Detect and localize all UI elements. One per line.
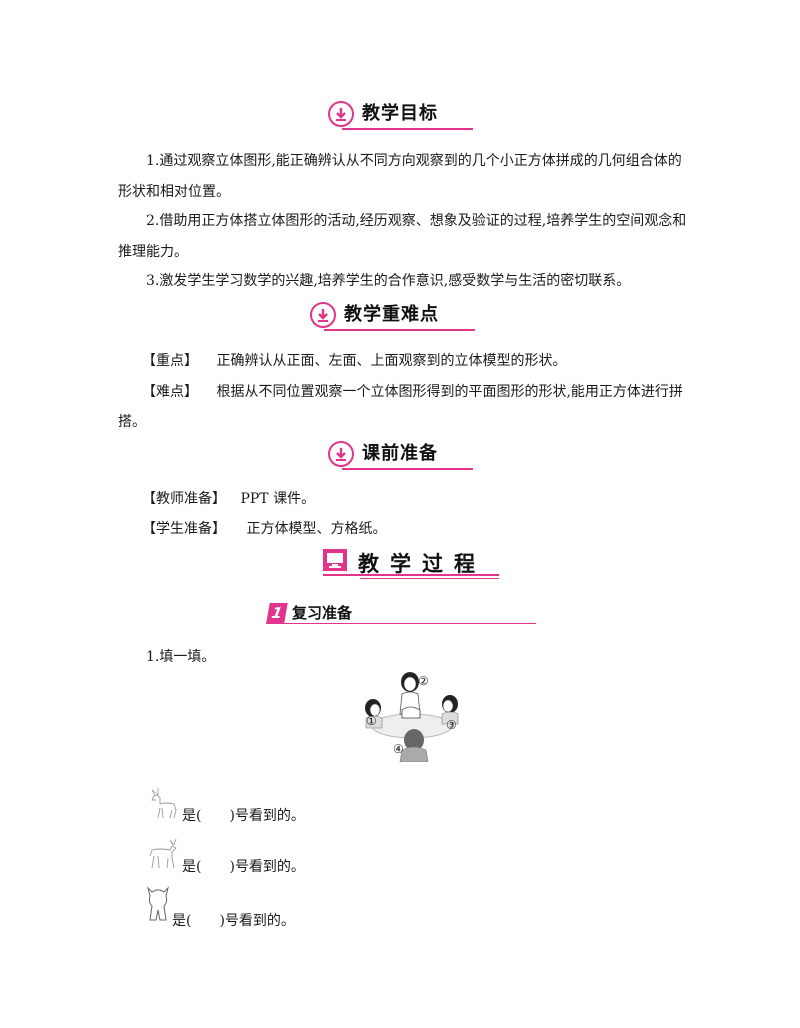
- answer-line-2: 是( )号看到的。: [182, 859, 305, 875]
- focus-tag: 【重点】: [142, 353, 198, 369]
- focus-line: 【重点】 正确辨认从正面、左面、上面观察到的立体模型的形状。: [142, 346, 566, 376]
- answer-line-1: 是( )号看到的。: [182, 808, 305, 824]
- step-title: 复习准备: [292, 604, 353, 622]
- exercise-intro: 1.填一填。: [146, 649, 216, 665]
- section-header-key-points: 教学重难点: [310, 302, 475, 336]
- section-title: 课前准备: [362, 443, 438, 464]
- section-underline: [342, 128, 473, 130]
- section-underline: [342, 468, 473, 470]
- student-prep-line: 【学生准备】 正方体模型、方格纸。: [142, 514, 386, 544]
- step-underline: [266, 623, 536, 624]
- position-label-3: ③: [446, 718, 457, 732]
- step-number-badge: 1: [266, 603, 288, 623]
- section-title: 教学目标: [362, 103, 438, 124]
- teacher-prep-text: PPT 课件。: [240, 491, 316, 507]
- section-underline: [324, 329, 475, 331]
- deer-front-view-image: [146, 836, 182, 872]
- focus-text: 正确辨认从正面、左面、上面观察到的立体模型的形状。: [216, 353, 567, 369]
- position-label-2: ②: [418, 674, 429, 688]
- process-underline: [323, 574, 499, 576]
- deer-back-view-image: [146, 886, 170, 922]
- download-arrow-icon: [328, 441, 354, 467]
- teacher-prep-line: 【教师准备】 PPT 课件。: [142, 484, 315, 514]
- difficulty-tag: 【难点】: [142, 384, 198, 400]
- goal-2: 2.借助用正方体搭立体图形的活动,经历观察、想象及验证的过程,培养学生的空间观念…: [118, 213, 687, 260]
- process-title: 教学过程: [358, 551, 486, 576]
- section-header-preparation: 课前准备: [328, 441, 473, 475]
- position-label-1: ①: [366, 714, 377, 728]
- section-header-goals: 教学目标: [328, 101, 473, 135]
- download-arrow-icon: [310, 302, 336, 328]
- answer-line-3: 是( )号看到的。: [172, 913, 295, 929]
- difficulty-line: 【难点】 根据从不同位置观察一个立体图形得到的平面图形的形状,能用正方体进行拼搭…: [118, 377, 688, 437]
- process-underline-thin: [360, 578, 499, 579]
- monitor-icon: [323, 549, 347, 571]
- difficulty-text: 根据从不同位置观察一个立体图形得到的平面图形的形状,能用正方体进行拼搭。: [118, 384, 683, 430]
- goal-1: 1.通过观察立体图形,能正确辨认从不同方向观察到的几个小正方体拼成的几何组合体的…: [118, 153, 682, 200]
- section-title: 教学重难点: [344, 304, 439, 325]
- observation-scene-illustration: ① ② ③ ④: [358, 670, 466, 763]
- student-prep-tag: 【学生准备】: [142, 521, 226, 537]
- teacher-prep-tag: 【教师准备】: [142, 491, 226, 507]
- position-label-4: ④: [393, 742, 404, 756]
- student-prep-text: 正方体模型、方格纸。: [246, 521, 387, 537]
- goal-3: 3.激发学生学习数学的兴趣,培养学生的合作意识,感受数学与生活的密切联系。: [146, 273, 631, 289]
- deer-side-view-image: [146, 786, 182, 822]
- download-arrow-icon: [328, 101, 354, 127]
